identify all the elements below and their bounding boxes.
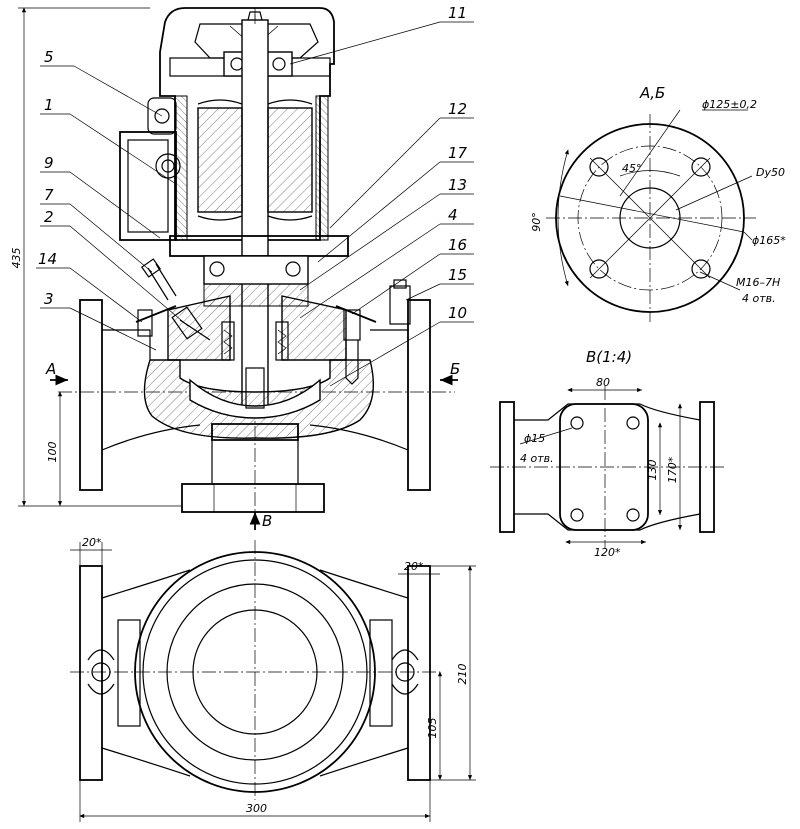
stator-left xyxy=(197,107,243,213)
view-ab-angle90: 90° xyxy=(530,212,543,232)
dim-435-label: 435 xyxy=(10,248,23,269)
impeller xyxy=(189,378,321,419)
nameplate-bolt xyxy=(154,108,170,124)
inlet-flange xyxy=(79,299,103,491)
callout-11: 11 xyxy=(448,4,467,22)
flange-hole-3 xyxy=(589,259,609,279)
flange-hole-1 xyxy=(589,157,609,177)
view-v-h130: 130 xyxy=(646,460,659,481)
view-v-w120: 120* xyxy=(594,546,621,559)
callout-13: 13 xyxy=(448,176,467,194)
callout-7: 7 xyxy=(44,186,54,204)
view-ab-title: А,Б xyxy=(639,84,665,102)
callout-15: 15 xyxy=(448,266,467,284)
base-plate xyxy=(181,483,325,513)
view-ab-outer: ϕ165* xyxy=(752,234,786,247)
dim-435: 435 xyxy=(10,7,182,507)
callout-2: 2 xyxy=(44,208,54,226)
bolt-14 xyxy=(137,309,153,337)
callouts-right: 11 12 17 13 4 16 15 10 xyxy=(289,4,474,387)
callout-17: 17 xyxy=(448,144,468,162)
plan-w20b: 20* xyxy=(404,560,424,573)
plan-w20a: 20* xyxy=(82,536,102,549)
flange-hole-4 xyxy=(691,259,711,279)
outlet-flange xyxy=(407,299,431,491)
callouts-left: 5 1 9 7 2 14 3 xyxy=(36,48,189,351)
plug-15 xyxy=(389,285,411,325)
stator-right xyxy=(267,107,313,213)
callout-16: 16 xyxy=(448,236,467,254)
lower-bearing-left xyxy=(209,261,225,277)
callout-12: 12 xyxy=(448,100,467,118)
mark-a: А xyxy=(45,360,56,378)
plan-flange-right xyxy=(407,565,431,781)
callout-5: 5 xyxy=(44,48,54,66)
seal-housing-left xyxy=(167,295,231,361)
view-ab-angle45: 45° xyxy=(622,162,642,175)
view-v-base: В(1:4) 80 ϕ15 4 отв. 130 170* 120* xyxy=(490,348,724,559)
terminal-box xyxy=(119,131,177,241)
callout-3: 3 xyxy=(44,290,54,308)
callout-10: 10 xyxy=(448,304,467,322)
plan-w300: 300 xyxy=(246,802,267,815)
plan-flange-left xyxy=(79,565,103,781)
view-v-h170: 170* xyxy=(666,456,679,483)
plan-dimensions: 20* 20* 210 105 300 xyxy=(70,536,476,822)
dim-100: 100 xyxy=(46,391,63,506)
plan-h210: 210 xyxy=(456,664,469,685)
shaft xyxy=(241,19,269,411)
fitting-7 xyxy=(147,263,177,301)
callout-9: 9 xyxy=(44,154,54,172)
dim-100-label: 100 xyxy=(46,442,59,463)
callout-1: 1 xyxy=(44,96,54,114)
volute-casing xyxy=(143,359,375,439)
flange-hole-2 xyxy=(691,157,711,177)
bolt-16 xyxy=(343,309,361,341)
view-v-hole-count: 4 отв. xyxy=(520,452,554,465)
view-ab-flange: А,Б ϕ125±0,2 45° Dy50 90° ϕ165* M16–7H 4… xyxy=(530,84,786,322)
view-ab-bolt-circle: ϕ125±0,2 xyxy=(702,98,757,111)
view-ab-thread-count: 4 отв. xyxy=(742,292,776,305)
view-ab-thread: M16–7H xyxy=(736,276,780,289)
callout-14: 14 xyxy=(38,250,57,268)
view-v-title: В(1:4) xyxy=(586,348,632,366)
view-ab-dn: Dy50 xyxy=(756,166,785,179)
plan-view xyxy=(70,540,440,800)
view-v-hole: ϕ15 xyxy=(524,432,545,445)
section-marks: А Б В xyxy=(45,360,460,530)
mark-b: Б xyxy=(450,360,460,378)
callout-4: 4 xyxy=(448,206,458,224)
lower-bearing-right xyxy=(285,261,301,277)
fan xyxy=(194,23,319,59)
main-section-view xyxy=(58,7,455,520)
plan-h105: 105 xyxy=(426,718,439,739)
view-v-w80: 80 xyxy=(596,376,610,389)
mark-v: В xyxy=(262,512,272,530)
cable-gland xyxy=(155,153,181,179)
